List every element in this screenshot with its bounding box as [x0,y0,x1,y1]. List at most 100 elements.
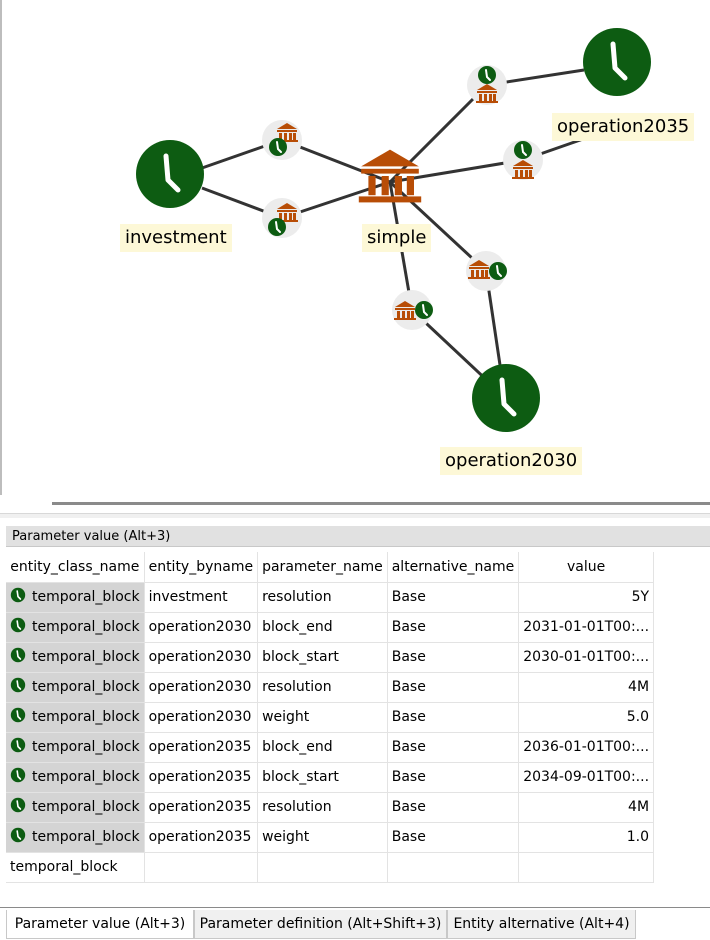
bottom-tab-bar: Parameter value (Alt+3) Parameter defini… [0,907,710,940]
cell-entity-class-name[interactable]: temporal_block [6,612,145,643]
cell-alternative-name[interactable]: Base [387,702,520,733]
entity-graph-canvas[interactable] [2,0,710,495]
cell-value[interactable]: 2031-01-01T00:... [518,612,655,643]
cell-parameter-name[interactable]: block_end [257,612,388,643]
relationship-node-operation2030-simple-2[interactable] [466,251,508,291]
clock-icon [472,364,540,432]
cell-entity-class-name[interactable]: temporal_block [6,792,145,823]
column-header-entity-class-name[interactable]: entity_class_name [6,552,145,583]
clock-icon [583,28,651,96]
cell-parameter-name[interactable]: weight [257,822,388,853]
node-label-investment: investment [120,224,232,252]
column-header-alternative-name[interactable]: alternative_name [387,552,520,583]
cell-entity-byname[interactable]: operation2030 [144,642,259,673]
relationship-node-investment-simple-1[interactable] [262,120,302,160]
cell-alternative-name[interactable]: Base [387,822,520,853]
node-label-operation2030: operation2030 [440,447,583,475]
cell-parameter-name[interactable]: block_end [257,732,388,763]
entity-node-simple[interactable] [358,149,422,203]
relationship-node-operation2035-simple-1[interactable] [467,65,507,105]
cell-entity-byname[interactable]: operation2030 [144,702,259,733]
tab-parameter-definition[interactable]: Parameter definition (Alt+Shift+3) [194,910,447,939]
cell-entity-class-name[interactable]: temporal_block [6,672,145,703]
clock-icon [10,797,26,817]
cell-parameter-name[interactable]: resolution [257,582,388,613]
cell-value[interactable]: 5.0 [518,702,655,733]
clock-icon [10,707,26,727]
cell-parameter-name[interactable]: block_start [257,762,388,793]
relationship-node-operation2030-simple-1[interactable] [392,290,434,330]
cell-entity-class-name[interactable]: temporal_block [6,762,145,793]
cell-alternative-name[interactable]: Base [387,582,520,613]
dock-splitter[interactable] [0,513,710,518]
tab-entity-alternative[interactable]: Entity alternative (Alt+4) [447,910,636,939]
cell-alternative-name[interactable]: Base [387,792,520,823]
cell-alternative-name[interactable]: Base [387,672,520,703]
clock-icon [10,677,26,697]
cell-entity-byname[interactable]: operation2030 [144,672,259,703]
cell-parameter-name[interactable]: resolution [257,792,388,823]
cell-entity-byname[interactable]: investment [144,582,259,613]
clock-icon [10,617,26,637]
cell-value[interactable]: 4M [518,792,655,823]
table-new-row[interactable]: temporal_block [6,852,655,883]
cell-value[interactable]: 2034-09-01T00:... [518,762,655,793]
cell-entity-byname[interactable]: operation2035 [144,792,259,823]
cell-entity-byname[interactable]: operation2030 [144,612,259,643]
cell-value[interactable]: 4M [518,672,655,703]
node-label-simple: simple [362,224,432,252]
cell-entity-class-name[interactable]: temporal_block [6,822,145,853]
cell-entity-byname[interactable]: operation2035 [144,732,259,763]
cell-parameter-name[interactable]: block_start [257,642,388,673]
clock-icon [10,767,26,787]
cell-alternative-name[interactable]: Base [387,612,520,643]
graph-horizontal-scrollbar[interactable] [52,502,710,505]
clock-icon [10,827,26,847]
cell-value[interactable] [518,852,655,883]
cell-alternative-name[interactable] [387,852,520,883]
parameter-value-table[interactable]: entity_class_name entity_byname paramete… [6,552,655,883]
cell-alternative-name[interactable]: Base [387,642,520,673]
clock-icon [10,737,26,757]
cell-alternative-name[interactable]: Base [387,732,520,763]
tab-parameter-value[interactable]: Parameter value (Alt+3) [6,910,194,939]
cell-entity-class-name[interactable]: temporal_block [6,582,145,613]
cell-entity-class-name[interactable]: temporal_block [6,642,145,673]
clock-icon [10,587,26,607]
cell-parameter-name[interactable]: resolution [257,672,388,703]
cell-parameter-name[interactable] [257,852,388,883]
cell-entity-byname[interactable]: operation2035 [144,822,259,853]
cell-entity-class-name[interactable]: temporal_block [6,732,145,763]
relationship-node-operation2035-simple-2[interactable] [503,140,543,180]
clock-icon [136,140,204,208]
cell-alternative-name[interactable]: Base [387,762,520,793]
column-header-entity-byname[interactable]: entity_byname [144,552,259,583]
cell-value[interactable]: 2030-01-01T00:... [518,642,655,673]
column-header-parameter-name[interactable]: parameter_name [257,552,388,583]
cell-value[interactable]: 5Y [518,582,655,613]
clock-icon [10,647,26,667]
cell-parameter-name[interactable]: weight [257,702,388,733]
entity-node-operation2030[interactable] [472,364,540,432]
dock-title-bar[interactable]: Parameter value (Alt+3) [6,526,710,547]
column-header-value[interactable]: value [518,552,655,583]
cell-value[interactable]: 2036-01-01T00:... [518,732,655,763]
cell-entity-class-name[interactable]: temporal_block [6,702,145,733]
relationship-node-investment-simple-2[interactable] [262,198,302,238]
entity-node-operation2035[interactable] [583,28,651,96]
cell-entity-class-name[interactable]: temporal_block [6,852,145,883]
cell-value[interactable]: 1.0 [518,822,655,853]
cell-entity-byname[interactable]: operation2035 [144,762,259,793]
entity-graph-view[interactable]: investment simple operation2035 operatio… [0,0,710,495]
entity-node-investment[interactable] [136,140,204,208]
cell-entity-byname[interactable] [144,852,259,883]
